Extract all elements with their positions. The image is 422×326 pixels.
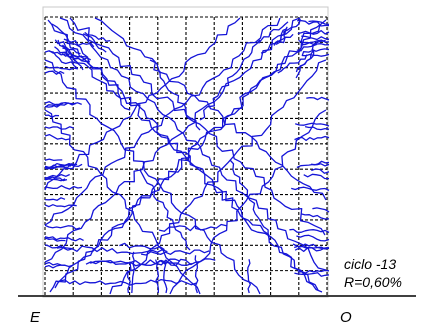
- crack-line: [44, 17, 301, 263]
- crack-line: [301, 35, 330, 41]
- left-side-label: E: [30, 309, 41, 326]
- crack-line: [44, 176, 68, 182]
- crack-line: [44, 178, 66, 182]
- crack-line: [63, 38, 95, 48]
- crack-line: [51, 23, 319, 291]
- crack-line: [131, 251, 135, 294]
- crack-line: [59, 278, 197, 286]
- crack-line: [294, 272, 330, 277]
- crack-line: [294, 135, 330, 142]
- crack-line: [127, 261, 132, 294]
- crack-line: [54, 39, 81, 55]
- crack-line: [292, 243, 330, 249]
- crack-line: [59, 17, 327, 271]
- crack-line: [260, 33, 294, 54]
- crack-line: [154, 259, 160, 294]
- crack-line: [312, 207, 330, 213]
- crack-line: [44, 59, 261, 295]
- crack-line: [44, 17, 241, 191]
- crack-line: [70, 55, 90, 63]
- crack-line: [54, 46, 84, 71]
- crack-line: [44, 236, 84, 242]
- crack-line: [295, 122, 330, 127]
- crack-line: [199, 39, 261, 121]
- crack-line: [306, 96, 330, 101]
- crack-line: [277, 54, 308, 74]
- crack-line: [44, 185, 83, 190]
- crack-line: [194, 255, 199, 294]
- crack-line: [44, 173, 70, 180]
- crack-line: [84, 31, 111, 42]
- crack-line: [109, 59, 327, 295]
- crack-line: [295, 50, 315, 79]
- crack-line: [44, 102, 77, 108]
- crack-line: [44, 197, 66, 201]
- crack-line: [258, 21, 289, 44]
- right-side-label: O: [340, 309, 352, 326]
- crack-line: [44, 264, 73, 269]
- crack-line: [44, 109, 201, 295]
- crack-line: [44, 17, 281, 226]
- crack-line: [229, 159, 271, 241]
- crack-line: [47, 19, 323, 293]
- crack-line: [311, 48, 330, 52]
- crack-line: [301, 213, 330, 220]
- crack-line: [296, 39, 326, 52]
- crack-line: [44, 244, 72, 251]
- cycle-label: ciclo -13: [344, 256, 397, 272]
- crack-line: [44, 163, 83, 170]
- crack-line: [49, 50, 78, 69]
- crack-line: [44, 224, 81, 230]
- crack-line: [57, 39, 131, 111]
- crack-line: [44, 114, 60, 118]
- crack-line: [44, 158, 63, 162]
- crack-line: [156, 258, 216, 267]
- crack-line: [308, 20, 330, 26]
- crack-line: [301, 42, 330, 46]
- crack-line: [89, 259, 192, 267]
- crack-line: [119, 242, 165, 251]
- crack-line: [296, 234, 330, 242]
- crack-line: [311, 168, 330, 174]
- drift-label: R=0,60%: [344, 274, 402, 290]
- crack-line: [44, 126, 74, 130]
- crack-line: [44, 237, 66, 242]
- crack-line: [297, 269, 330, 274]
- crack-line: [62, 47, 87, 58]
- crack-line: [140, 249, 210, 256]
- panel-outline: [42, 6, 329, 298]
- crack-line: [158, 223, 227, 232]
- crack-line: [301, 43, 318, 57]
- crack-line: [303, 173, 330, 180]
- crack-lines: [44, 17, 330, 295]
- crack-line: [296, 163, 330, 169]
- crack-line: [44, 133, 71, 141]
- crack-line: [44, 65, 79, 71]
- crack-line: [304, 125, 330, 131]
- crack-line: [289, 228, 330, 234]
- crack-line: [94, 17, 327, 201]
- crack-line: [44, 204, 77, 208]
- crack-line: [163, 260, 168, 294]
- crack-line: [291, 186, 330, 191]
- crack-line: [297, 19, 329, 27]
- crack-line: [69, 17, 326, 236]
- crack-line: [297, 29, 330, 35]
- crack-line: [82, 33, 107, 53]
- crack-line: [247, 259, 251, 294]
- crack-line: [139, 169, 191, 251]
- crack-line: [54, 23, 321, 289]
- crack-line: [56, 245, 168, 255]
- crack-line: [149, 59, 201, 131]
- crack-line: [44, 70, 65, 75]
